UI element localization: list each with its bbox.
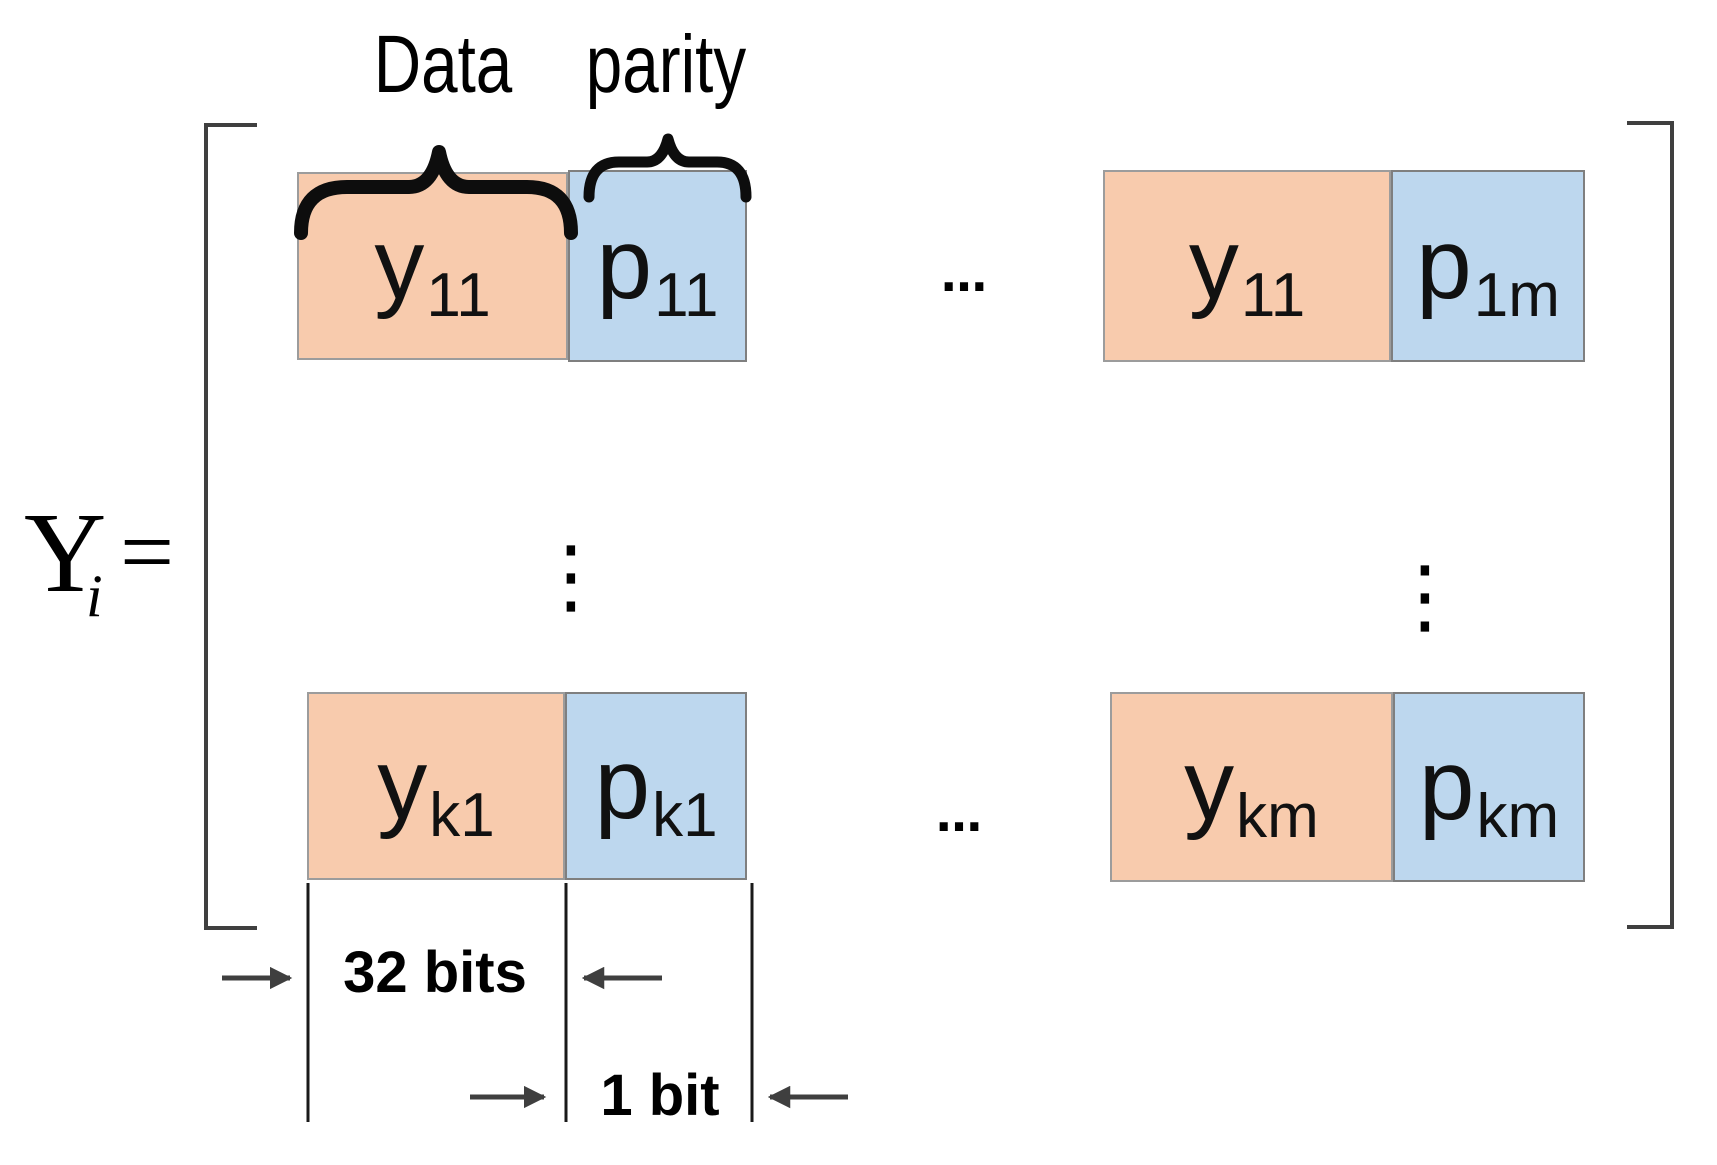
parity-width-label: 1 bit: [600, 1063, 720, 1128]
cell-parity-bottom-right: pkm: [1393, 692, 1585, 882]
ellipsis-bottom-row: …: [936, 788, 984, 842]
right-bracket: [1627, 121, 1674, 929]
cell-parity-bottom-left: pk1: [565, 692, 747, 880]
formula-base: Y: [24, 489, 107, 616]
cell-data-bottom-right: ykm: [1110, 692, 1393, 882]
ellipsis-right-column: ⋮: [1384, 549, 1466, 644]
left-bracket: [204, 123, 257, 930]
formula-subscript: i: [86, 563, 103, 629]
cell-parity-top-left: p11: [568, 170, 747, 362]
cell-parity-top-right: p1m: [1391, 170, 1585, 362]
ellipsis-top-row: …: [941, 248, 989, 302]
cell-data-top-left: y11: [297, 172, 568, 360]
parity-label: parity: [585, 19, 747, 110]
data-width-label: 32 bits: [343, 940, 527, 1005]
data-label: Data: [373, 19, 513, 110]
cell-data-bottom-left: yk1: [307, 692, 565, 880]
ellipsis-left-column: ⋮: [530, 529, 612, 624]
cell-data-top-right: y11: [1103, 170, 1391, 362]
equals-sign: =: [120, 498, 175, 605]
